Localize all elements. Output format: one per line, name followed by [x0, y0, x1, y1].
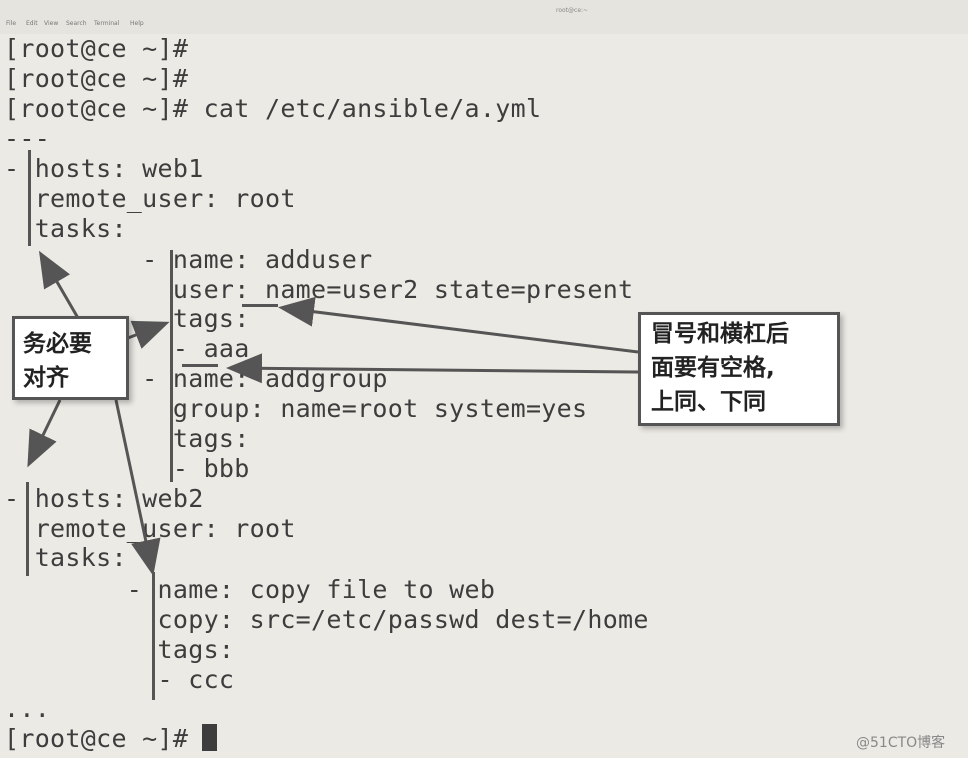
terminal-cursor — [202, 724, 217, 751]
terminal-line: tags: — [4, 635, 235, 664]
spacing-note: 冒号和横杠后 面要有空格, 上同、下同 — [638, 312, 840, 426]
note-line: 对齐 — [23, 365, 69, 391]
alignment-bar — [170, 250, 173, 482]
alignment-bar — [152, 572, 155, 700]
menu-terminal[interactable]: Terminal — [94, 20, 120, 27]
menu-edit[interactable]: Edit — [26, 20, 38, 27]
alignment-note: 务必要 对齐 — [12, 316, 129, 400]
alignment-bar — [26, 482, 29, 576]
note-line: 务必要 — [23, 331, 92, 357]
window-title: root@ce:~ — [556, 7, 589, 14]
terminal-line: copy: src=/etc/passwd dest=/home — [4, 605, 649, 634]
arrow-to-web2-block — [27, 399, 62, 468]
terminal-line: - hosts: web2 — [4, 484, 204, 513]
terminal-line: tasks: — [4, 214, 127, 243]
terminal-line: tags: — [4, 424, 250, 453]
menu-file[interactable]: File — [6, 20, 17, 27]
terminal-line: - bbb — [4, 454, 250, 483]
space-underline — [242, 304, 278, 307]
terminal-line: group: name=root system=yes — [4, 394, 588, 423]
arrow-to-task-block — [127, 320, 170, 349]
arrow-to-copy-block — [114, 399, 161, 576]
terminal-line: --- — [4, 124, 51, 153]
terminal-line: ... — [4, 694, 51, 723]
terminal-prompt: [root@ce ~]# — [4, 724, 204, 753]
terminal-line: [root@ce ~]# — [4, 34, 189, 63]
arrow-to-dash-space — [226, 353, 639, 384]
arrow-to-tasks-block — [38, 250, 80, 319]
space-underline — [182, 364, 218, 367]
terminal-line: - hosts: web1 — [4, 154, 204, 183]
menu-bar: File Edit View Search Terminal Help root… — [0, 0, 968, 34]
watermark: @51CTO博客 — [856, 735, 946, 751]
menu-help[interactable]: Help — [130, 20, 144, 27]
terminal-line: tags: — [172, 304, 250, 333]
menu-search[interactable]: Search — [66, 20, 87, 27]
terminal-line: remote_user: root — [4, 184, 296, 213]
terminal-line: tasks: — [4, 543, 127, 572]
terminal-line: [root@ce ~]# — [4, 64, 189, 93]
menu-view[interactable]: View — [44, 20, 59, 27]
terminal-line: [root@ce ~]# cat /etc/ansible/a.yml — [4, 94, 542, 123]
terminal-line: remote_user: root — [4, 514, 296, 543]
note-line: 冒号和横杠后 — [651, 321, 789, 347]
terminal-line: - name: copy file to web — [4, 575, 496, 604]
note-line: 上同、下同 — [651, 389, 766, 415]
terminal-line: - name: adduser — [4, 245, 373, 274]
alignment-bar — [28, 150, 31, 246]
note-line: 面要有空格, — [651, 355, 775, 381]
terminal-line: - ccc — [4, 665, 235, 694]
arrow-to-colon-space — [278, 296, 639, 354]
